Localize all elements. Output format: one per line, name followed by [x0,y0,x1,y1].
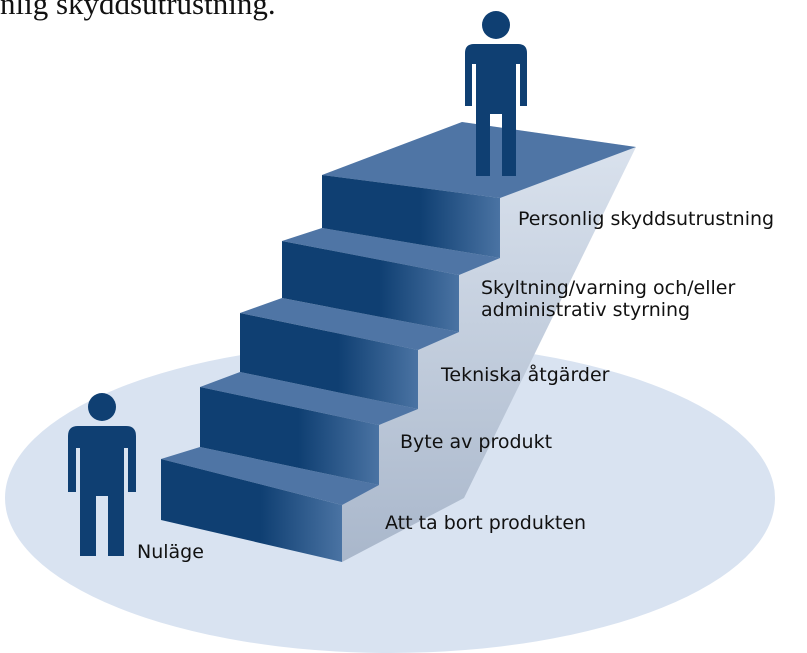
step-4-front [282,241,459,332]
step-label-4-line-2: administrativ styrning [481,299,691,321]
step-label-3-text: Tekniska åtgärder [441,364,610,386]
start-label-text: Nuläge [137,541,204,563]
step-3-top [240,298,459,350]
step-label-4: Skyltning/varning och/eller administrati… [481,277,735,321]
person-icon-goal [465,11,527,176]
step-label-2: Byte av produkt [400,431,552,453]
step-label-1: Att ta bort produkten [385,512,586,534]
step-label-2-text: Byte av produkt [400,431,553,453]
step-2-top [200,372,418,425]
step-2-front [200,387,379,485]
step-1-top [161,447,379,505]
person-icon-current [68,393,136,556]
step-label-5: Personlig skyddsutrustning [518,208,774,230]
step-label-3: Tekniska åtgärder [441,364,609,386]
step-label-4-line-1: Skyltning/varning och/eller [481,277,736,299]
step-5-front [322,175,500,258]
cropped-caption: nlig skyddsutrustning. [0,0,276,21]
step-4-top [282,228,500,275]
step-3-front [240,313,418,409]
start-label: Nuläge [137,541,204,563]
step-1-front [161,459,342,562]
step-label-5-text: Personlig skyddsutrustning [518,208,775,230]
step-label-1-text: Att ta bort produkten [385,512,587,534]
